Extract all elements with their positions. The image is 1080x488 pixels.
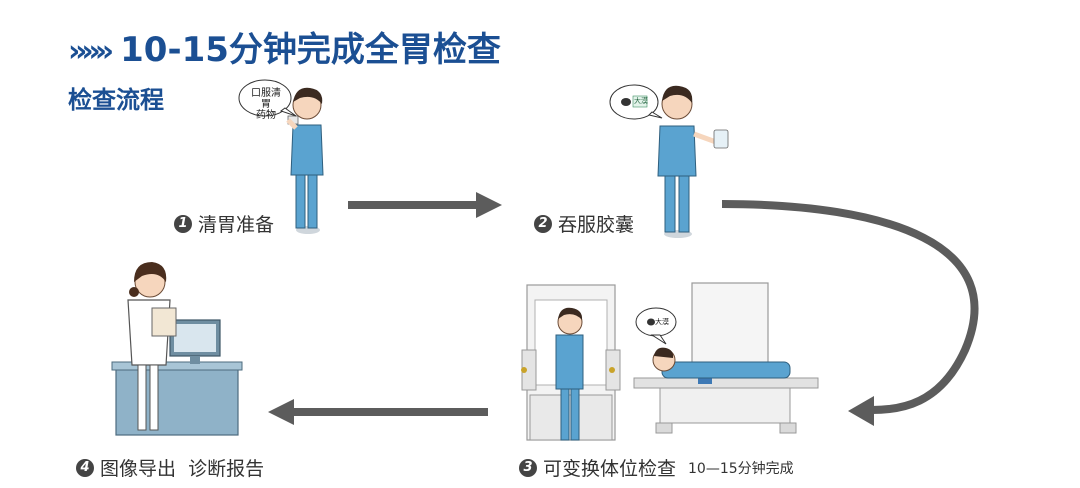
flow-arrow-1-2 <box>348 192 502 218</box>
standing-patient-figure <box>555 307 584 441</box>
step-3-number-badge: 3 <box>519 458 537 477</box>
step-1-label: 1 清胃准备 <box>174 210 274 237</box>
step-1-text: 清胃准备 <box>198 214 275 236</box>
capsule-icon <box>647 318 655 326</box>
step-4-label: 4 图像导出 诊断报告 <box>76 454 264 481</box>
flow-arrow-2-3 <box>721 200 979 426</box>
step-4-number-badge: 4 <box>76 458 94 477</box>
step-1-number-badge: 1 <box>174 214 192 233</box>
section-subtitle: 检查流程 <box>68 86 164 114</box>
bubble-1-line-1: 口服清胃 <box>251 88 281 110</box>
doctor-at-desk <box>111 262 243 436</box>
step-3-text: 可变换体位检查 <box>543 458 677 480</box>
page-title-text: 10-15分钟完成全胃检查 <box>120 30 501 70</box>
patient-swallowing-figure <box>657 85 729 238</box>
step-3-label: 3 可变换体位检查 10—15分钟完成 <box>519 454 794 481</box>
bubble-1-text: 口服清胃 药物 <box>247 88 285 121</box>
flow-arrow-3-4 <box>268 399 488 425</box>
capsule-icon <box>621 98 631 106</box>
speech-bubble-3 <box>635 307 677 345</box>
step-2-number-badge: 2 <box>534 214 552 233</box>
step-3-duration: 10—15分钟完成 <box>688 460 794 477</box>
chevron-icon: »»» <box>68 34 114 69</box>
bubble-1-line-2: 药物 <box>256 110 276 121</box>
step-2-label: 2 吞服胶囊 <box>534 210 634 237</box>
page-title: »»»10-15分钟完成全胃检查 <box>68 22 501 71</box>
bubble-2-text: 大漠 <box>634 97 648 105</box>
speech-bubble-2 <box>609 84 663 120</box>
patient-drinking-figure <box>286 87 324 234</box>
speech-bubble-1 <box>238 79 297 117</box>
bubble-3-text: 大漠 <box>655 318 669 326</box>
step-2-text: 吞服胶囊 <box>558 214 635 236</box>
lying-patient-figure <box>652 347 791 379</box>
step-4-text: 图像导出 诊断报告 <box>100 458 265 480</box>
